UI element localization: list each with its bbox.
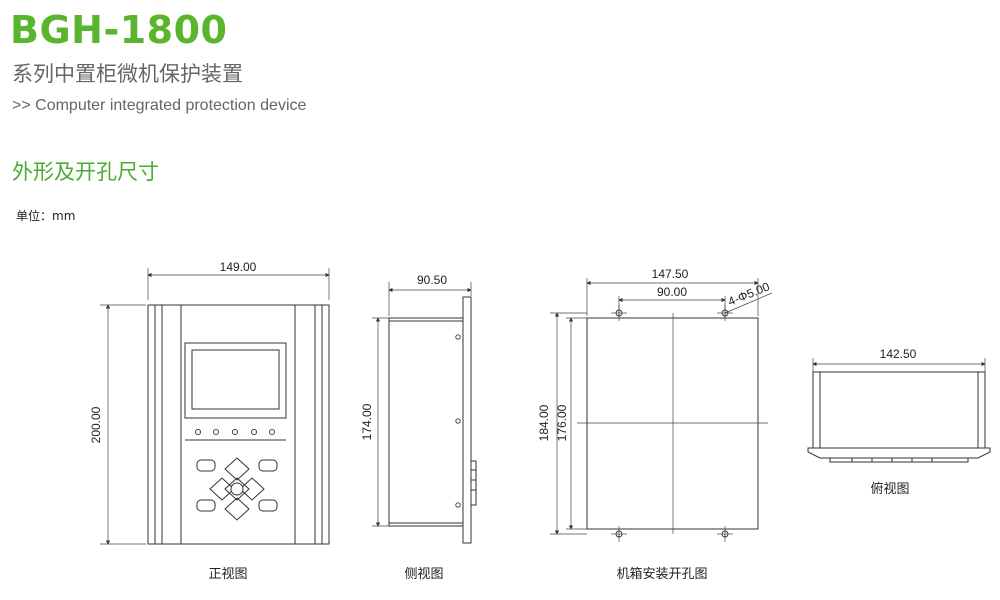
- cutout-hole-spacing-label: 90.00: [657, 285, 687, 299]
- cutout-outer-height-label: 184.00: [537, 404, 551, 441]
- top-view-caption: 俯视图: [870, 481, 909, 497]
- front-view-caption: 正视图: [208, 567, 247, 582]
- mounting-hole: [611, 526, 627, 542]
- cutout-inner-height-label: 176.00: [555, 404, 569, 441]
- front-height-label: 200.00: [89, 406, 103, 443]
- side-view: 90.50 174.00 侧视图: [360, 273, 477, 582]
- mounting-hole: [717, 305, 733, 321]
- cutout-hole-label: 4-Φ5.00: [726, 279, 772, 308]
- front-width-label: 149.00: [220, 260, 257, 274]
- cutout-view: 147.50 90.00 4-Φ5.00 184.00 176.00: [537, 267, 773, 582]
- top-width-label: 142.50: [880, 347, 917, 361]
- cutout-outer-width-label: 147.50: [652, 267, 689, 281]
- product-subtitle-en: >> Computer integrated protection device: [12, 97, 307, 114]
- product-subtitle-cn: 系列中置柜微机保护装置: [12, 62, 243, 86]
- mounting-hole: [611, 305, 627, 321]
- mounting-hole: [717, 526, 733, 542]
- side-height-label: 174.00: [360, 403, 374, 440]
- unit-label: 单位：mm: [16, 209, 76, 223]
- front-view: 149.00 200.00 正视图: [89, 260, 330, 582]
- top-view: 142.50 俯视图: [807, 347, 991, 497]
- side-depth-label: 90.50: [417, 273, 447, 287]
- side-view-caption: 侧视图: [404, 567, 443, 582]
- section-title: 外形及开孔尺寸: [12, 160, 159, 184]
- product-model-title: BGH-1800: [10, 8, 228, 52]
- cutout-view-caption: 机箱安装开孔图: [616, 566, 707, 582]
